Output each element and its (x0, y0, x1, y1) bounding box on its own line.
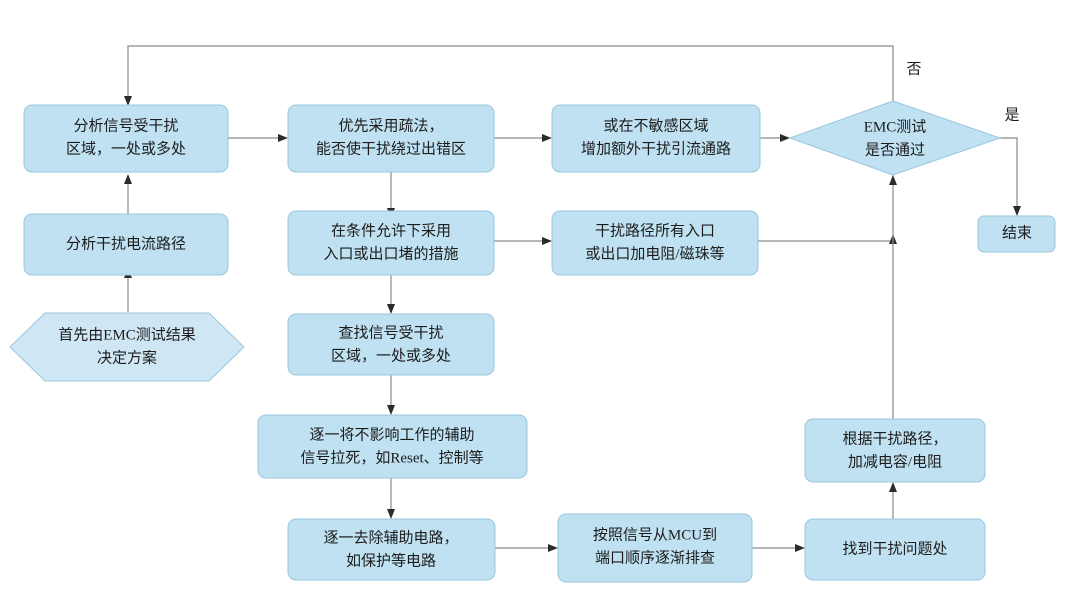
node-block-inlet-outlet-line1: 在条件允许下采用 (331, 222, 451, 239)
edge-labels-layer: 否 是 (906, 61, 1019, 123)
node-remove-aux-circuits-shape[interactable] (287, 518, 496, 581)
node-check-mcu-to-port-shape[interactable] (557, 513, 753, 583)
node-add-resistor-bead-line1: 干扰路径所有入口 (595, 222, 715, 239)
node-kill-aux-signals-shape[interactable] (257, 414, 528, 479)
edge-emc-no-feedback (127, 45, 894, 101)
node-find-signal-area-line1: 查找信号受干扰 (338, 324, 443, 341)
node-check-mcu-to-port-line1: 按照信号从MCU到 (593, 526, 717, 543)
node-adjust-cap-res[interactable]: 根据干扰路径， 加减电容/电阻 (804, 418, 986, 483)
node-emc-test-pass[interactable]: EMC测试 是否通过 (788, 100, 1002, 176)
node-block-inlet-outlet-shape[interactable] (287, 210, 495, 276)
edge-label-yes: 是 (1004, 107, 1019, 123)
node-insensitive-area-path-shape[interactable] (551, 104, 761, 173)
node-prefer-divert[interactable]: 优先采用疏法， 能否使干扰绕过出错区 (287, 104, 495, 173)
node-adjust-cap-res-line1: 根据干扰路径， (842, 430, 947, 447)
node-analyze-current-path-line1: 分析干扰电流路径 (66, 235, 186, 252)
node-find-signal-area[interactable]: 查找信号受干扰 区域，一处或多处 (287, 313, 495, 376)
node-prefer-divert-line1: 优先采用疏法， (338, 117, 443, 134)
node-insensitive-area-path-line2: 增加额外干扰引流通路 (581, 140, 731, 157)
node-analyze-signal-area-line1: 分析信号受干扰 (73, 117, 178, 134)
node-kill-aux-signals[interactable]: 逐一将不影响工作的辅助 信号拉死，如Reset、控制等 (257, 414, 528, 479)
node-block-inlet-outlet[interactable]: 在条件允许下采用 入口或出口堵的措施 (287, 210, 495, 276)
node-remove-aux-circuits[interactable]: 逐一去除辅助电路， 如保护等电路 (287, 518, 496, 581)
node-add-resistor-bead-line2: 或出口加电阻/磁珠等 (585, 244, 724, 262)
node-analyze-signal-area-shape[interactable] (23, 104, 229, 173)
node-analyze-signal-area-line2: 区域，一处或多处 (66, 140, 186, 157)
node-find-signal-area-line2: 区域，一处或多处 (331, 347, 451, 364)
arrowhead-adjust-to-emc-test (889, 175, 897, 185)
arrowhead-insensitive-to-emc-test (780, 134, 790, 142)
node-add-resistor-bead-shape[interactable] (551, 210, 759, 276)
arrowhead-block-to-add-resistor (542, 237, 552, 245)
arrowhead-block-to-find-signal (387, 304, 395, 314)
arrowhead-emc-yes-to-end (1013, 206, 1021, 216)
arrowhead-prefer-divert-to-insensitive (542, 134, 552, 142)
node-prefer-divert-line2: 能否使干扰绕过出错区 (316, 140, 466, 157)
node-end-shape[interactable] (977, 215, 1056, 253)
node-start-emc-result-line2: 决定方案 (97, 348, 157, 366)
arrowhead-found-problem-to-adjust (889, 482, 897, 492)
node-prefer-divert-shape[interactable] (287, 104, 495, 173)
arrowhead-feedback-to-analyze (124, 96, 132, 106)
node-analyze-signal-area[interactable]: 分析信号受干扰 区域，一处或多处 (23, 104, 229, 173)
node-end[interactable]: 结束 (977, 215, 1056, 253)
node-insensitive-area-path-line1: 或在不敏感区域 (603, 117, 708, 134)
node-emc-test-pass-shape[interactable] (788, 100, 1002, 176)
arrowhead-check-mcu-to-found-problem (795, 544, 805, 552)
node-end-line1: 结束 (1002, 224, 1032, 241)
node-adjust-cap-res-shape[interactable] (804, 418, 986, 483)
node-find-signal-area-shape[interactable] (287, 313, 495, 376)
node-check-mcu-to-port[interactable]: 按照信号从MCU到 端口顺序逐渐排查 (557, 513, 753, 583)
node-insensitive-area-path[interactable]: 或在不敏感区域 增加额外干扰引流通路 (551, 104, 761, 173)
edge-emc-yes-to-end (1000, 137, 1018, 209)
arrowhead-kill-aux-to-remove-aux (387, 509, 395, 519)
arrowhead-analyze-to-prefer-divert (278, 134, 288, 142)
node-analyze-current-path-shape[interactable] (23, 213, 229, 276)
node-remove-aux-circuits-line2: 如保护等电路 (346, 551, 436, 569)
node-block-inlet-outlet-line2: 入口或出口堵的措施 (323, 245, 458, 262)
node-adjust-cap-res-line2: 加减电容/电阻 (848, 453, 942, 470)
edge-label-no: 否 (906, 61, 921, 77)
nodes-layer: 分析信号受干扰 区域，一处或多处 分析干扰电流路径 首先由EMC测试结果 决定方… (9, 100, 1056, 583)
arrowhead-current-path-to-analyze (124, 174, 132, 184)
node-found-problem[interactable]: 找到干扰问题处 (804, 518, 986, 581)
node-add-resistor-bead[interactable]: 干扰路径所有入口 或出口加电阻/磁珠等 (551, 210, 759, 276)
node-analyze-current-path[interactable]: 分析干扰电流路径 (23, 213, 229, 276)
node-emc-test-pass-line2: 是否通过 (865, 141, 925, 158)
node-start-emc-result-shape[interactable] (9, 312, 245, 382)
node-found-problem-shape[interactable] (804, 518, 986, 581)
node-remove-aux-circuits-line1: 逐一去除辅助电路， (323, 529, 458, 546)
node-start-emc-result[interactable]: 首先由EMC测试结果 决定方案 (9, 312, 245, 382)
node-start-emc-result-line1: 首先由EMC测试结果 (58, 326, 196, 343)
node-check-mcu-to-port-line2: 端口顺序逐渐排查 (595, 549, 715, 566)
node-kill-aux-signals-line1: 逐一将不影响工作的辅助 (309, 426, 474, 443)
node-found-problem-line1: 找到干扰问题处 (842, 540, 947, 557)
arrowhead-find-signal-to-kill-aux (387, 405, 395, 415)
node-kill-aux-signals-line2: 信号拉死，如Reset、控制等 (300, 448, 483, 466)
arrowhead-remove-aux-to-check-mcu (548, 544, 558, 552)
node-emc-test-pass-line1: EMC测试 (864, 118, 927, 135)
